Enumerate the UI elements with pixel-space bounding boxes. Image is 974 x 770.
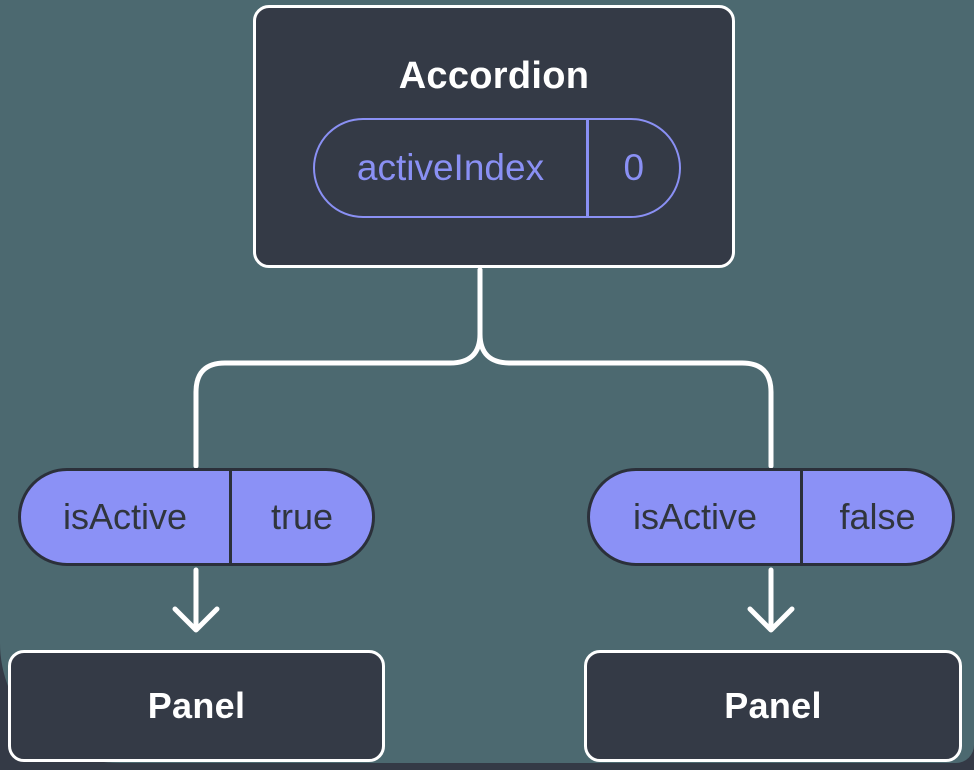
panel-node-title: Panel bbox=[147, 685, 246, 726]
prop-pill-isactive-right: isActive false bbox=[587, 468, 955, 566]
panel-node-left: Panel bbox=[8, 650, 385, 762]
prop-pill-name: isActive bbox=[62, 496, 188, 537]
prop-pill-divider bbox=[229, 471, 232, 563]
accordion-node-title: Accordion bbox=[398, 55, 590, 97]
prop-pill-divider bbox=[800, 471, 803, 563]
prop-pill-isactive-left: isActive true bbox=[18, 468, 375, 566]
state-pill-value: 0 bbox=[623, 147, 645, 188]
state-pill-divider bbox=[586, 120, 589, 216]
panel-node-title: Panel bbox=[724, 685, 822, 726]
prop-pill-value: true bbox=[270, 496, 334, 537]
state-pill-name: activeIndex bbox=[356, 147, 545, 188]
panel-node-right: Panel bbox=[584, 650, 962, 762]
accordion-node: Accordion activeIndex 0 bbox=[253, 5, 735, 268]
prop-pill-value: false bbox=[839, 496, 916, 537]
state-pill-activeindex: activeIndex 0 bbox=[313, 118, 681, 218]
prop-pill-name: isActive bbox=[632, 496, 758, 537]
